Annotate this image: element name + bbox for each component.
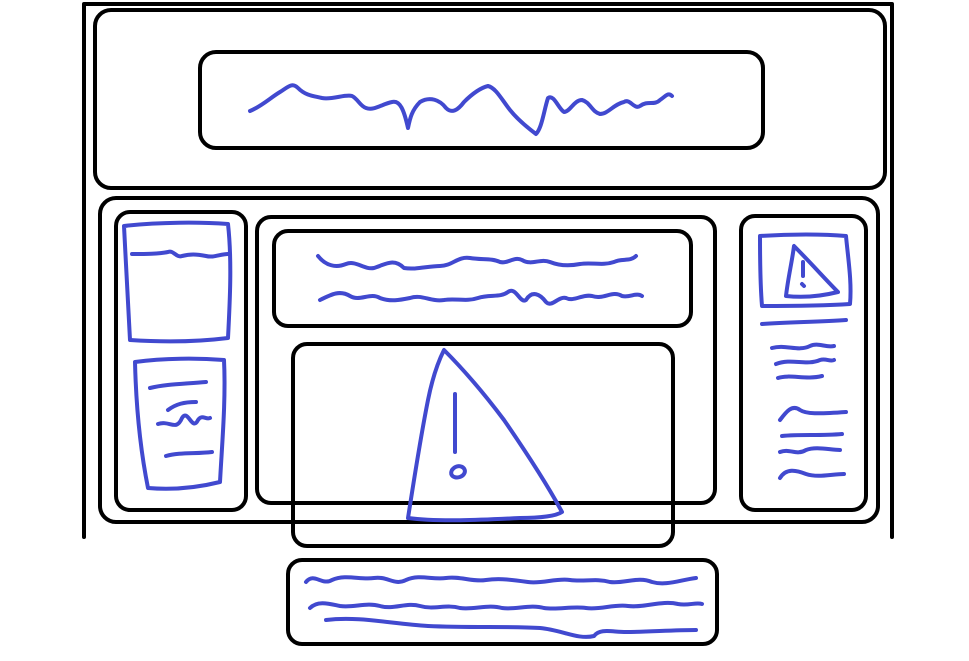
left-card-top-scribble (130, 249, 230, 259)
footer-note-line-3 (324, 616, 698, 639)
footer-note-line-1 (304, 575, 698, 586)
media-panel[interactable] (291, 342, 675, 548)
warning-triangle-icon-small (784, 244, 840, 299)
header-banner-scribble (248, 83, 674, 136)
left-card-bottom-scribble (148, 380, 214, 458)
footer-note-card[interactable] (286, 558, 719, 646)
right-divider (760, 318, 848, 326)
right-sidebar (739, 214, 868, 512)
main-text-line-1 (316, 254, 638, 271)
right-image-thumb[interactable] (758, 232, 853, 308)
main-text-line-2 (318, 288, 644, 306)
warning-exclamation-mark (449, 392, 467, 480)
right-list-group-1 (770, 342, 836, 380)
right-list-group-2 (778, 405, 848, 480)
header-region (93, 8, 887, 190)
header-banner[interactable] (198, 50, 765, 150)
main-column (255, 215, 717, 505)
footer-note-line-2 (308, 600, 704, 611)
warning-triangle-icon (406, 348, 564, 523)
page-frame (82, 2, 894, 539)
left-card-bottom[interactable] (133, 356, 227, 491)
left-card-top[interactable] (122, 220, 233, 344)
main-text-card[interactable] (272, 229, 693, 328)
left-sidebar (114, 210, 248, 512)
content-region (98, 196, 880, 524)
